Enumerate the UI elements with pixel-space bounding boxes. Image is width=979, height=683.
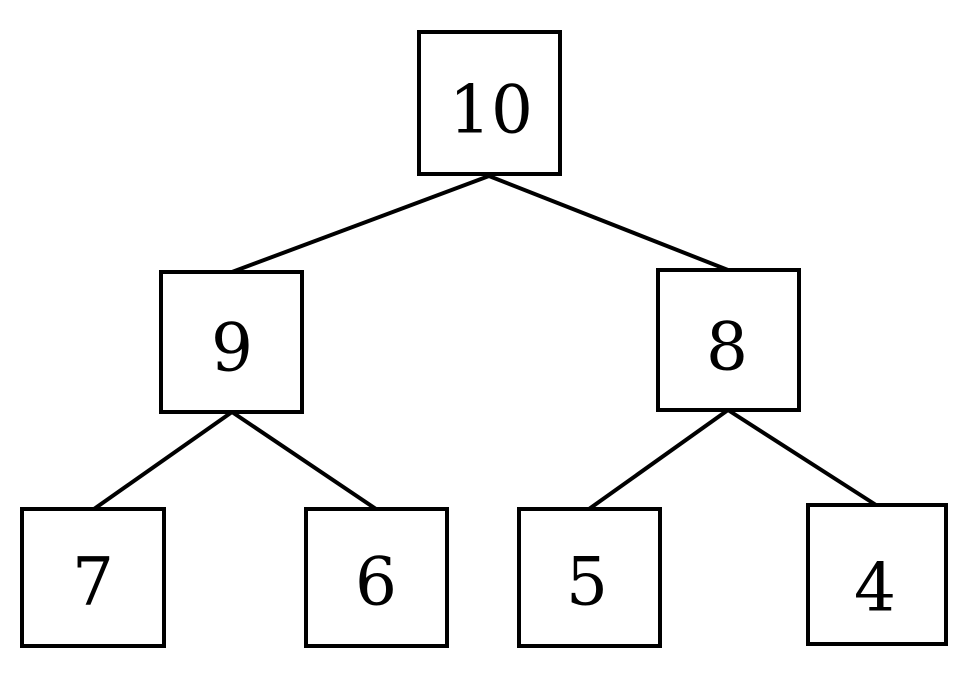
edge-8-5 [587, 408, 730, 511]
node-label: 4 [854, 550, 896, 627]
tree-node-4: 4 [806, 503, 948, 646]
edge-10-9 [230, 174, 491, 274]
node-box [417, 30, 562, 176]
tree-node-8: 8 [656, 268, 801, 412]
node-box [159, 270, 304, 414]
edge-9-6 [230, 410, 378, 511]
edge-9-7 [92, 410, 234, 511]
tree-node-6: 6 [304, 507, 449, 648]
node-box [304, 507, 449, 648]
node-box [517, 507, 662, 648]
tree-node-7: 7 [20, 507, 166, 648]
node-label: 6 [355, 544, 397, 621]
tree-node-5: 5 [517, 507, 662, 648]
node-box [806, 503, 948, 646]
node-box [20, 507, 166, 648]
node-label: 5 [566, 544, 608, 621]
tree-node-9: 9 [159, 270, 304, 414]
node-box [656, 268, 801, 412]
node-label: 8 [706, 309, 748, 386]
tree-node-10: 10 [417, 30, 562, 176]
edge-10-8 [487, 174, 730, 272]
node-label: 10 [449, 72, 533, 149]
edge-8-4 [726, 408, 878, 507]
node-label: 9 [211, 310, 253, 387]
node-label: 7 [72, 544, 114, 621]
